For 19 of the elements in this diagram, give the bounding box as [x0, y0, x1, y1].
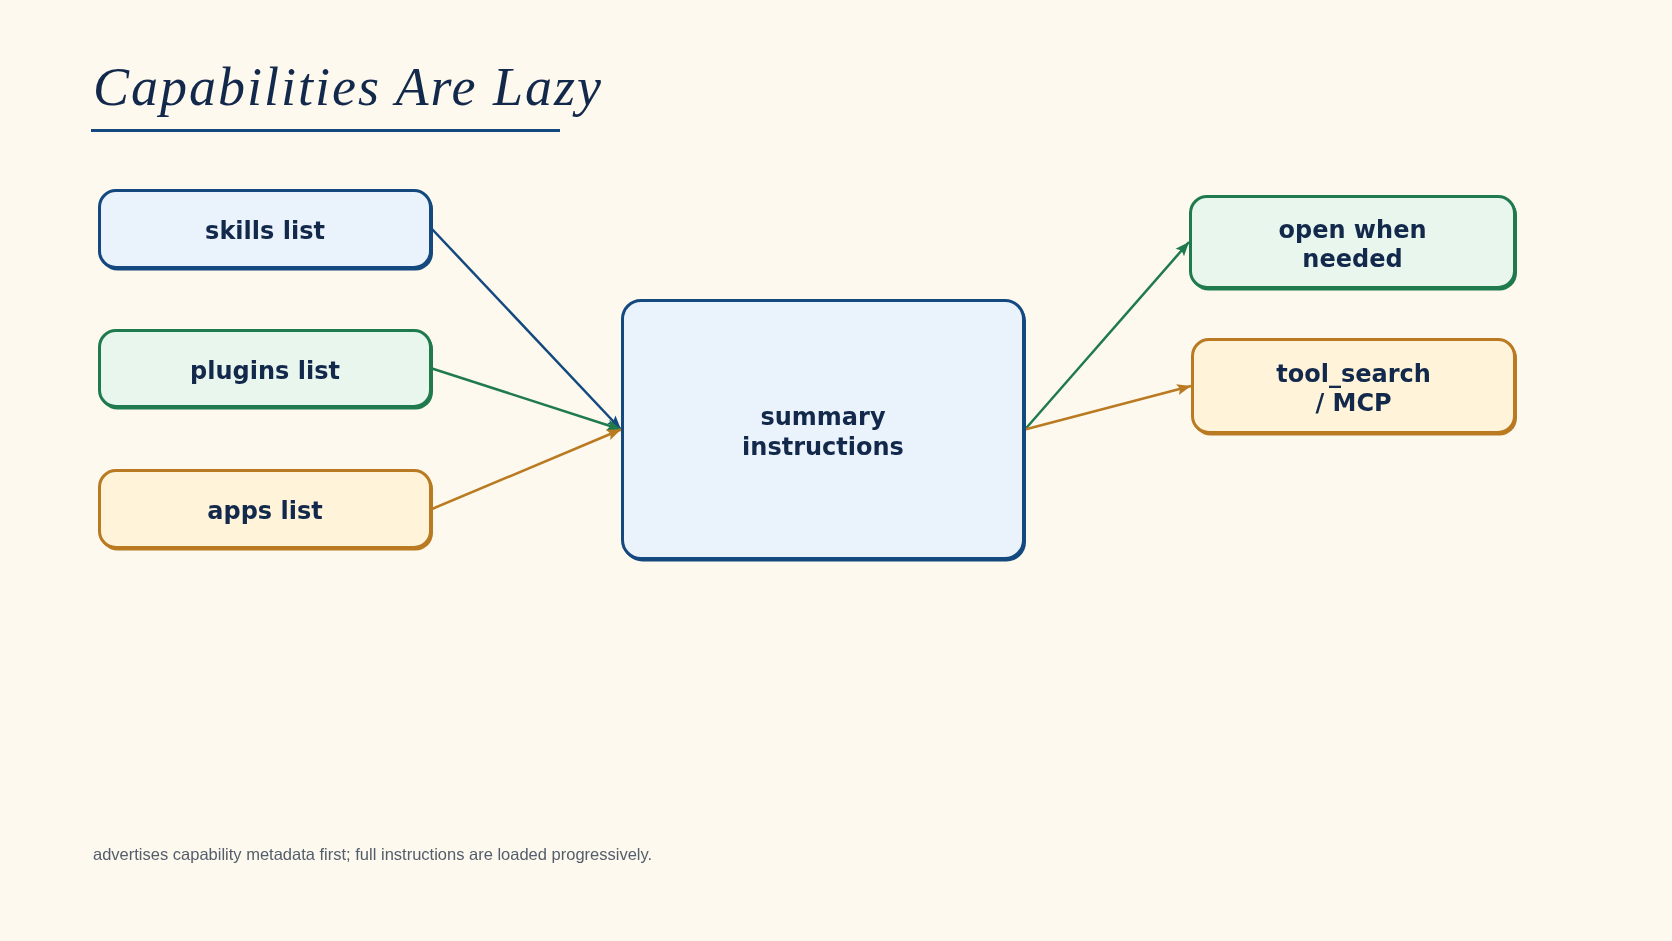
process-box	[1189, 195, 1516, 289]
process-box	[1191, 338, 1516, 434]
node-label: open when needed	[1277, 214, 1428, 275]
arrow	[431, 428, 622, 511]
process-box	[621, 299, 1025, 560]
arrow	[431, 367, 622, 431]
node-label: plugins list	[190, 355, 340, 387]
node-label: apps list	[207, 496, 323, 527]
process-box	[98, 329, 432, 408]
arrow	[1024, 241, 1190, 431]
process-box	[98, 189, 432, 269]
caption: advertises capability metadata first; full instructions are loaded progressively.	[93, 845, 653, 864]
node-label: summary instructions	[741, 402, 905, 462]
process-box	[98, 469, 432, 549]
diagram-title: Capabilities Are Lazy	[93, 58, 604, 118]
node-label: tool_search / MCP	[1275, 358, 1432, 419]
node-label: skills list	[205, 216, 325, 247]
arrow	[1024, 384, 1192, 431]
arrow	[431, 228, 622, 431]
